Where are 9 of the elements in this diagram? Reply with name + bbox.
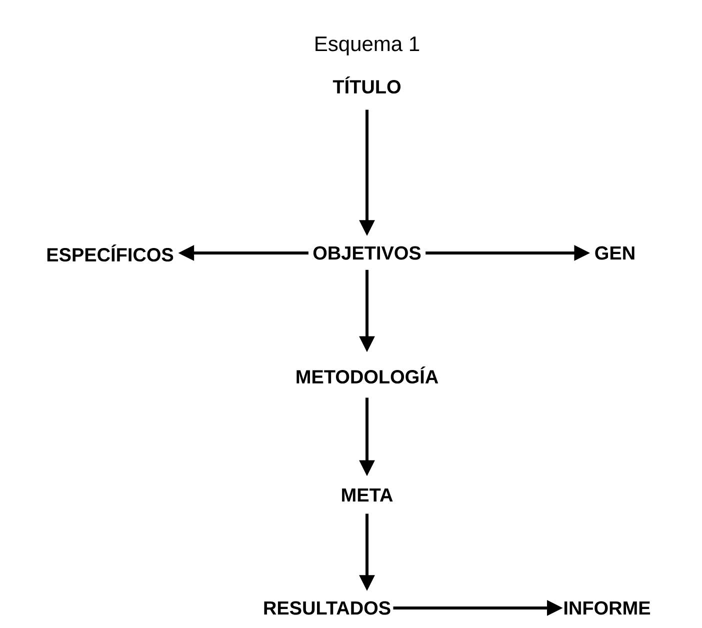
node-label: GEN — [595, 246, 634, 260]
node-label: TÍTULO — [332, 76, 400, 94]
diagram-title: Esquema 1 — [316, 36, 420, 56]
node-label: OBJETIVOS — [313, 246, 421, 260]
node-label: RESULTADOS — [264, 601, 390, 615]
node-label: ESPECÍFICOS — [47, 244, 174, 262]
node-label: METODOLOGÍA — [296, 366, 438, 384]
node-label: INFORME — [564, 601, 650, 615]
node-label: META — [342, 488, 393, 502]
